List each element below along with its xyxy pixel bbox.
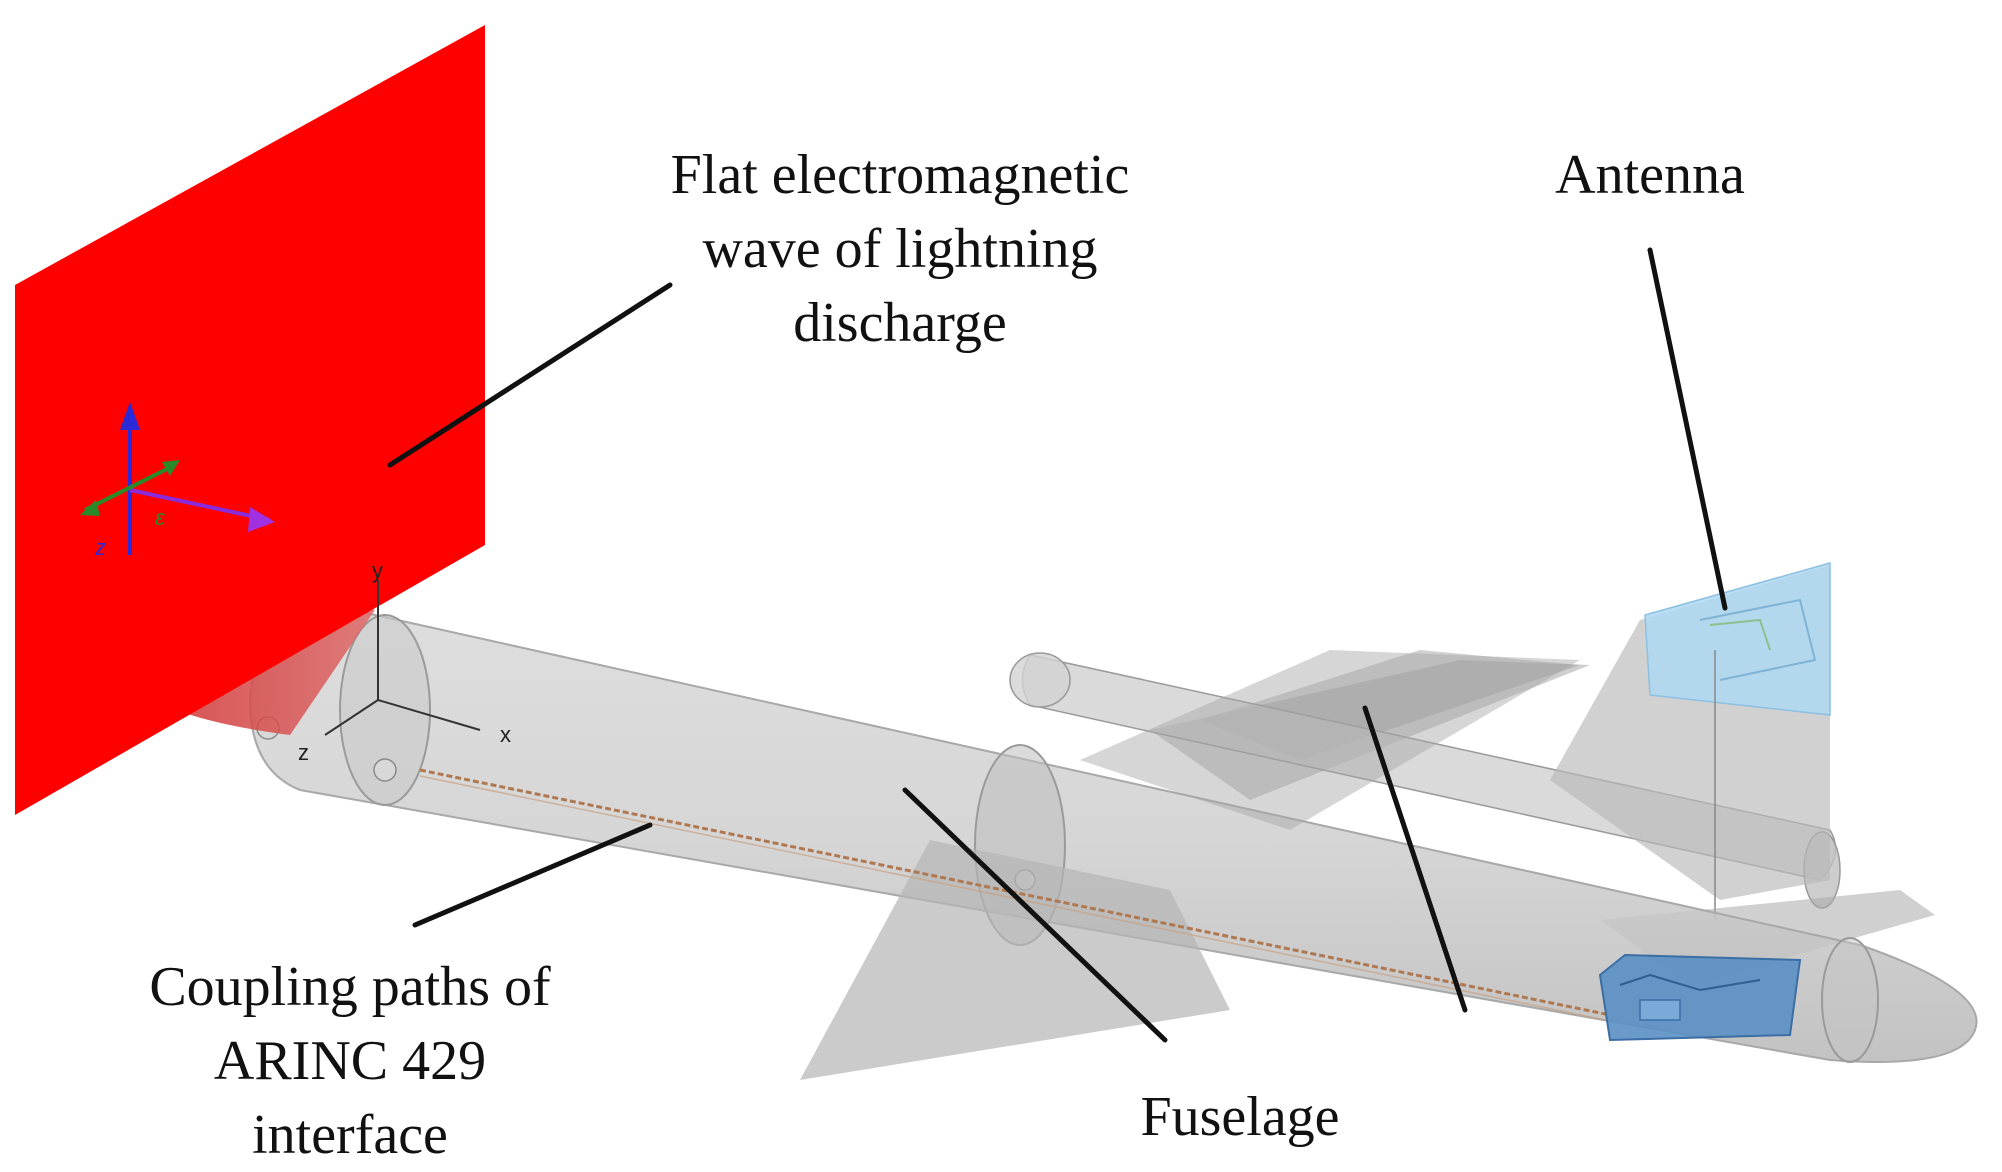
antenna-panel xyxy=(1644,562,1831,716)
leader-coupling xyxy=(412,822,653,928)
leader-fuselage-a xyxy=(902,787,1168,1043)
svg-text:ε: ε xyxy=(155,505,165,530)
upper-wing-front xyxy=(1080,650,1580,830)
svg-text:z: z xyxy=(94,535,106,560)
equipment-box xyxy=(1598,953,1802,1042)
label-coupling: Coupling paths of ARINC 429 interface xyxy=(60,950,640,1172)
label-coupling-line-1: Coupling paths of xyxy=(149,956,551,1018)
leader-fuselage-b xyxy=(1362,705,1468,1013)
label-fuselage: Fuselage xyxy=(1140,1086,1340,1148)
leader-antenna xyxy=(1647,247,1728,611)
leader-wave xyxy=(387,282,673,468)
fuselage-section-rear xyxy=(1821,937,1879,1063)
em-wave-plane xyxy=(15,25,485,815)
label-antenna: Antenna xyxy=(1555,144,1745,206)
label-wave-line-1: Flat electromagnetic xyxy=(670,144,1130,206)
label-wave-line-3: discharge xyxy=(793,292,1007,354)
model-axes: y x z xyxy=(298,558,511,765)
fuselage-section-front xyxy=(339,614,431,806)
label-coupling-line-2: ARINC 429 xyxy=(213,1030,487,1092)
leader-lines xyxy=(387,247,1728,1043)
label-wave: Flat electromagnetic wave of lightning d… xyxy=(560,138,1240,360)
label-coupling-line-3: interface xyxy=(252,1104,448,1166)
wave-axes-triad: z ε xyxy=(80,402,275,560)
vertical-tail xyxy=(1550,562,1831,920)
axis-y-label: y xyxy=(372,558,383,583)
axis-x-label: x xyxy=(500,722,511,747)
axis-z-label: z xyxy=(298,740,309,765)
lower-wing xyxy=(800,840,1230,1080)
label-wave-line-2: wave of lightning xyxy=(702,218,1098,280)
